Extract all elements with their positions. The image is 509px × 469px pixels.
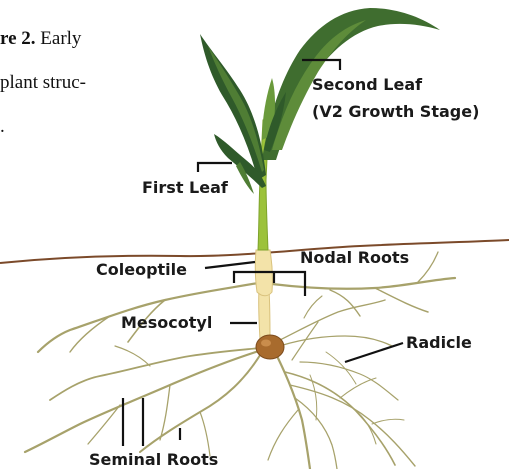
radicle-branch-14 [372, 419, 404, 424]
mesocotyl [259, 290, 270, 340]
radicle-branch-5 [295, 398, 337, 469]
label-coleoptile: Coleoptile [96, 260, 187, 279]
radicle-leader [345, 343, 403, 362]
first-leaf-leader [198, 163, 232, 172]
nodal-root-right-3 [330, 290, 360, 316]
radicle-branch-10 [355, 410, 376, 444]
soil-surface-line [0, 240, 509, 263]
seed [256, 335, 284, 359]
radicle-branch-4 [283, 336, 392, 346]
label-seminal-roots: Seminal Roots [89, 450, 218, 469]
radicle-main [275, 352, 310, 469]
seminal-root-2 [140, 352, 262, 452]
coleoptile-leader [205, 262, 255, 268]
radicle-branch-3 [280, 300, 385, 340]
seed-highlight [261, 340, 271, 347]
label-second-leaf: Second Leaf [312, 75, 423, 94]
radicle-branch-11 [304, 296, 322, 318]
label-nodal-roots: Nodal Roots [300, 248, 409, 267]
label-v2-growth-stage: (V2 Growth Stage) [312, 102, 479, 121]
seminal-branch-2 [88, 405, 120, 444]
seminal-branch-4 [115, 346, 150, 366]
label-first-leaf: First Leaf [142, 178, 229, 197]
label-mesocotyl: Mesocotyl [121, 313, 212, 332]
nodal-root-right-4 [418, 252, 438, 282]
nodal-root-left-3 [70, 316, 110, 352]
root-system [25, 252, 455, 469]
radicle-branch-6 [268, 410, 298, 460]
radicle-branch-8 [300, 362, 398, 400]
label-radicle: Radicle [406, 333, 472, 352]
nodal-root-right [272, 278, 455, 289]
radicle-branch-9 [340, 378, 376, 398]
